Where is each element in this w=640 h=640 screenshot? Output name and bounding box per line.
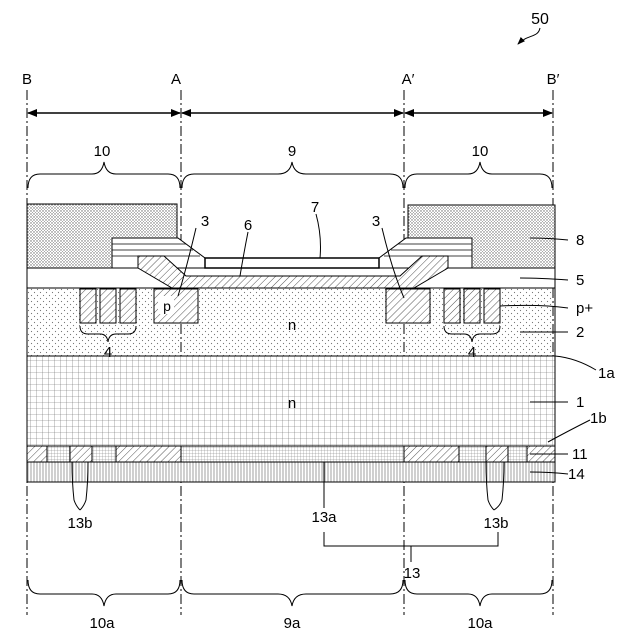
guard-rings-type-label: p+ (576, 300, 593, 317)
p-type-label: p (163, 298, 171, 314)
left-p-region-label: 3 (201, 213, 209, 230)
region-label-active: 9 (288, 143, 296, 160)
figure-number-arrow (518, 28, 540, 44)
passivation-label: 8 (576, 232, 584, 249)
right-back-contact-label: 13b (483, 515, 508, 532)
section-label-a-prime: A′ (402, 71, 415, 88)
section-label-a: A (171, 71, 181, 88)
back-contact-active-label: 13a (311, 509, 337, 526)
region-label-left-termination-bottom: 10a (89, 615, 115, 632)
back-electrode (27, 462, 555, 482)
back-layer-label: 11 (572, 446, 588, 463)
substrate-label: 1 (576, 394, 584, 411)
bottom-braces (28, 580, 552, 606)
left-back-contact-label: 13b (67, 515, 92, 532)
back-layer-active-segment (181, 446, 404, 462)
epi-layer-label: 2 (576, 324, 584, 341)
region-label-right-termination: 10 (472, 143, 489, 160)
gate-oxide-label: 6 (244, 217, 252, 234)
top-braces (28, 162, 552, 188)
back-contact-group-bracket (324, 532, 498, 562)
section-label-b: B (22, 71, 32, 88)
top-electrode (205, 258, 379, 268)
right-p-region-label: 3 (372, 213, 380, 230)
substrate-type-label: n (288, 395, 296, 412)
field-insulator-label: 5 (576, 272, 584, 289)
section-label-b-prime: B′ (547, 71, 560, 88)
region-label-active-bottom: 9a (284, 615, 301, 632)
back-contact-group-label: 13 (404, 565, 421, 582)
guard-rings-right (444, 289, 500, 323)
epi-type-label: n (288, 317, 296, 334)
back-electrode-label: 14 (568, 466, 585, 483)
substrate-back-label: 1b (590, 410, 607, 427)
guard-rings-left (80, 289, 136, 323)
region-label-right-termination-bottom: 10a (467, 615, 493, 632)
region-label-left-termination: 10 (94, 143, 111, 160)
top-electrode-label: 7 (311, 199, 319, 216)
guard-rings-right-label: 4 (468, 344, 476, 361)
figure-number: 50 (531, 11, 549, 28)
guard-rings-left-label: 4 (104, 344, 112, 361)
epi-surface-label: 1a (598, 365, 615, 382)
p-region-right (386, 289, 430, 323)
